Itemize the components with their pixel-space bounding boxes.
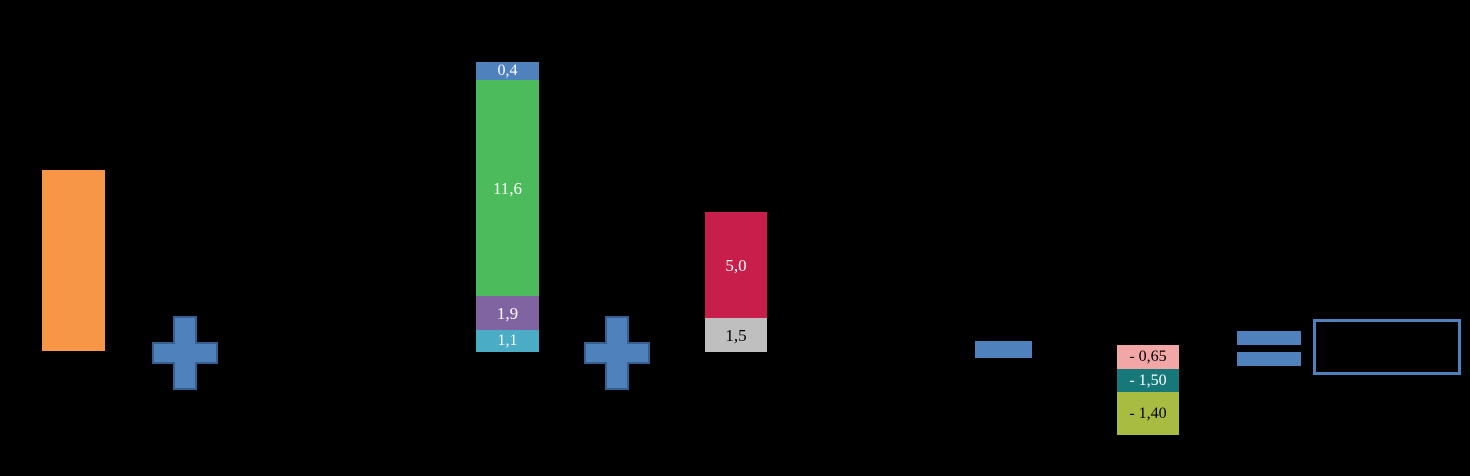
equals-bar [1237,331,1301,345]
deduction-stacked-bar: - 0,65 - 1,50 - 1,40 [1117,345,1179,435]
segment-label: 11,6 [492,178,523,198]
segment-dark-teal: - 1,50 [1117,369,1179,392]
segment-label: 1,9 [496,303,519,323]
segment-blue: 0,4 [476,62,539,80]
segment-teal: 1,1 [476,330,539,352]
segment-red: 5,0 [705,212,767,318]
stacked-bar-2: 5,0 1,5 [705,212,767,352]
plus-icon [584,316,650,390]
segment-label: - 1,50 [1129,371,1167,389]
segment-olive: - 1,40 [1117,392,1179,435]
segment-purple: 1,9 [476,296,539,330]
equals-bar [1237,352,1301,366]
segment-label: 1,1 [497,332,518,349]
minus-icon [975,341,1032,358]
segment-label: - 0,65 [1129,348,1167,365]
segment-label: 1,5 [725,325,747,345]
segment-green: 11,6 [476,80,539,296]
segment-gray: 1,5 [705,318,767,352]
orange-bar [42,170,105,351]
plus-icon [152,316,218,390]
stacked-bar-1: 0,4 11,6 1,9 1,1 [476,62,539,352]
segment-label: - 1,40 [1129,404,1167,422]
segment-label: 5,0 [725,255,747,275]
equals-icon [1237,331,1301,366]
result-box [1313,319,1461,375]
segment-label: 0,4 [497,62,518,79]
segment-pink: - 0,65 [1117,345,1179,369]
